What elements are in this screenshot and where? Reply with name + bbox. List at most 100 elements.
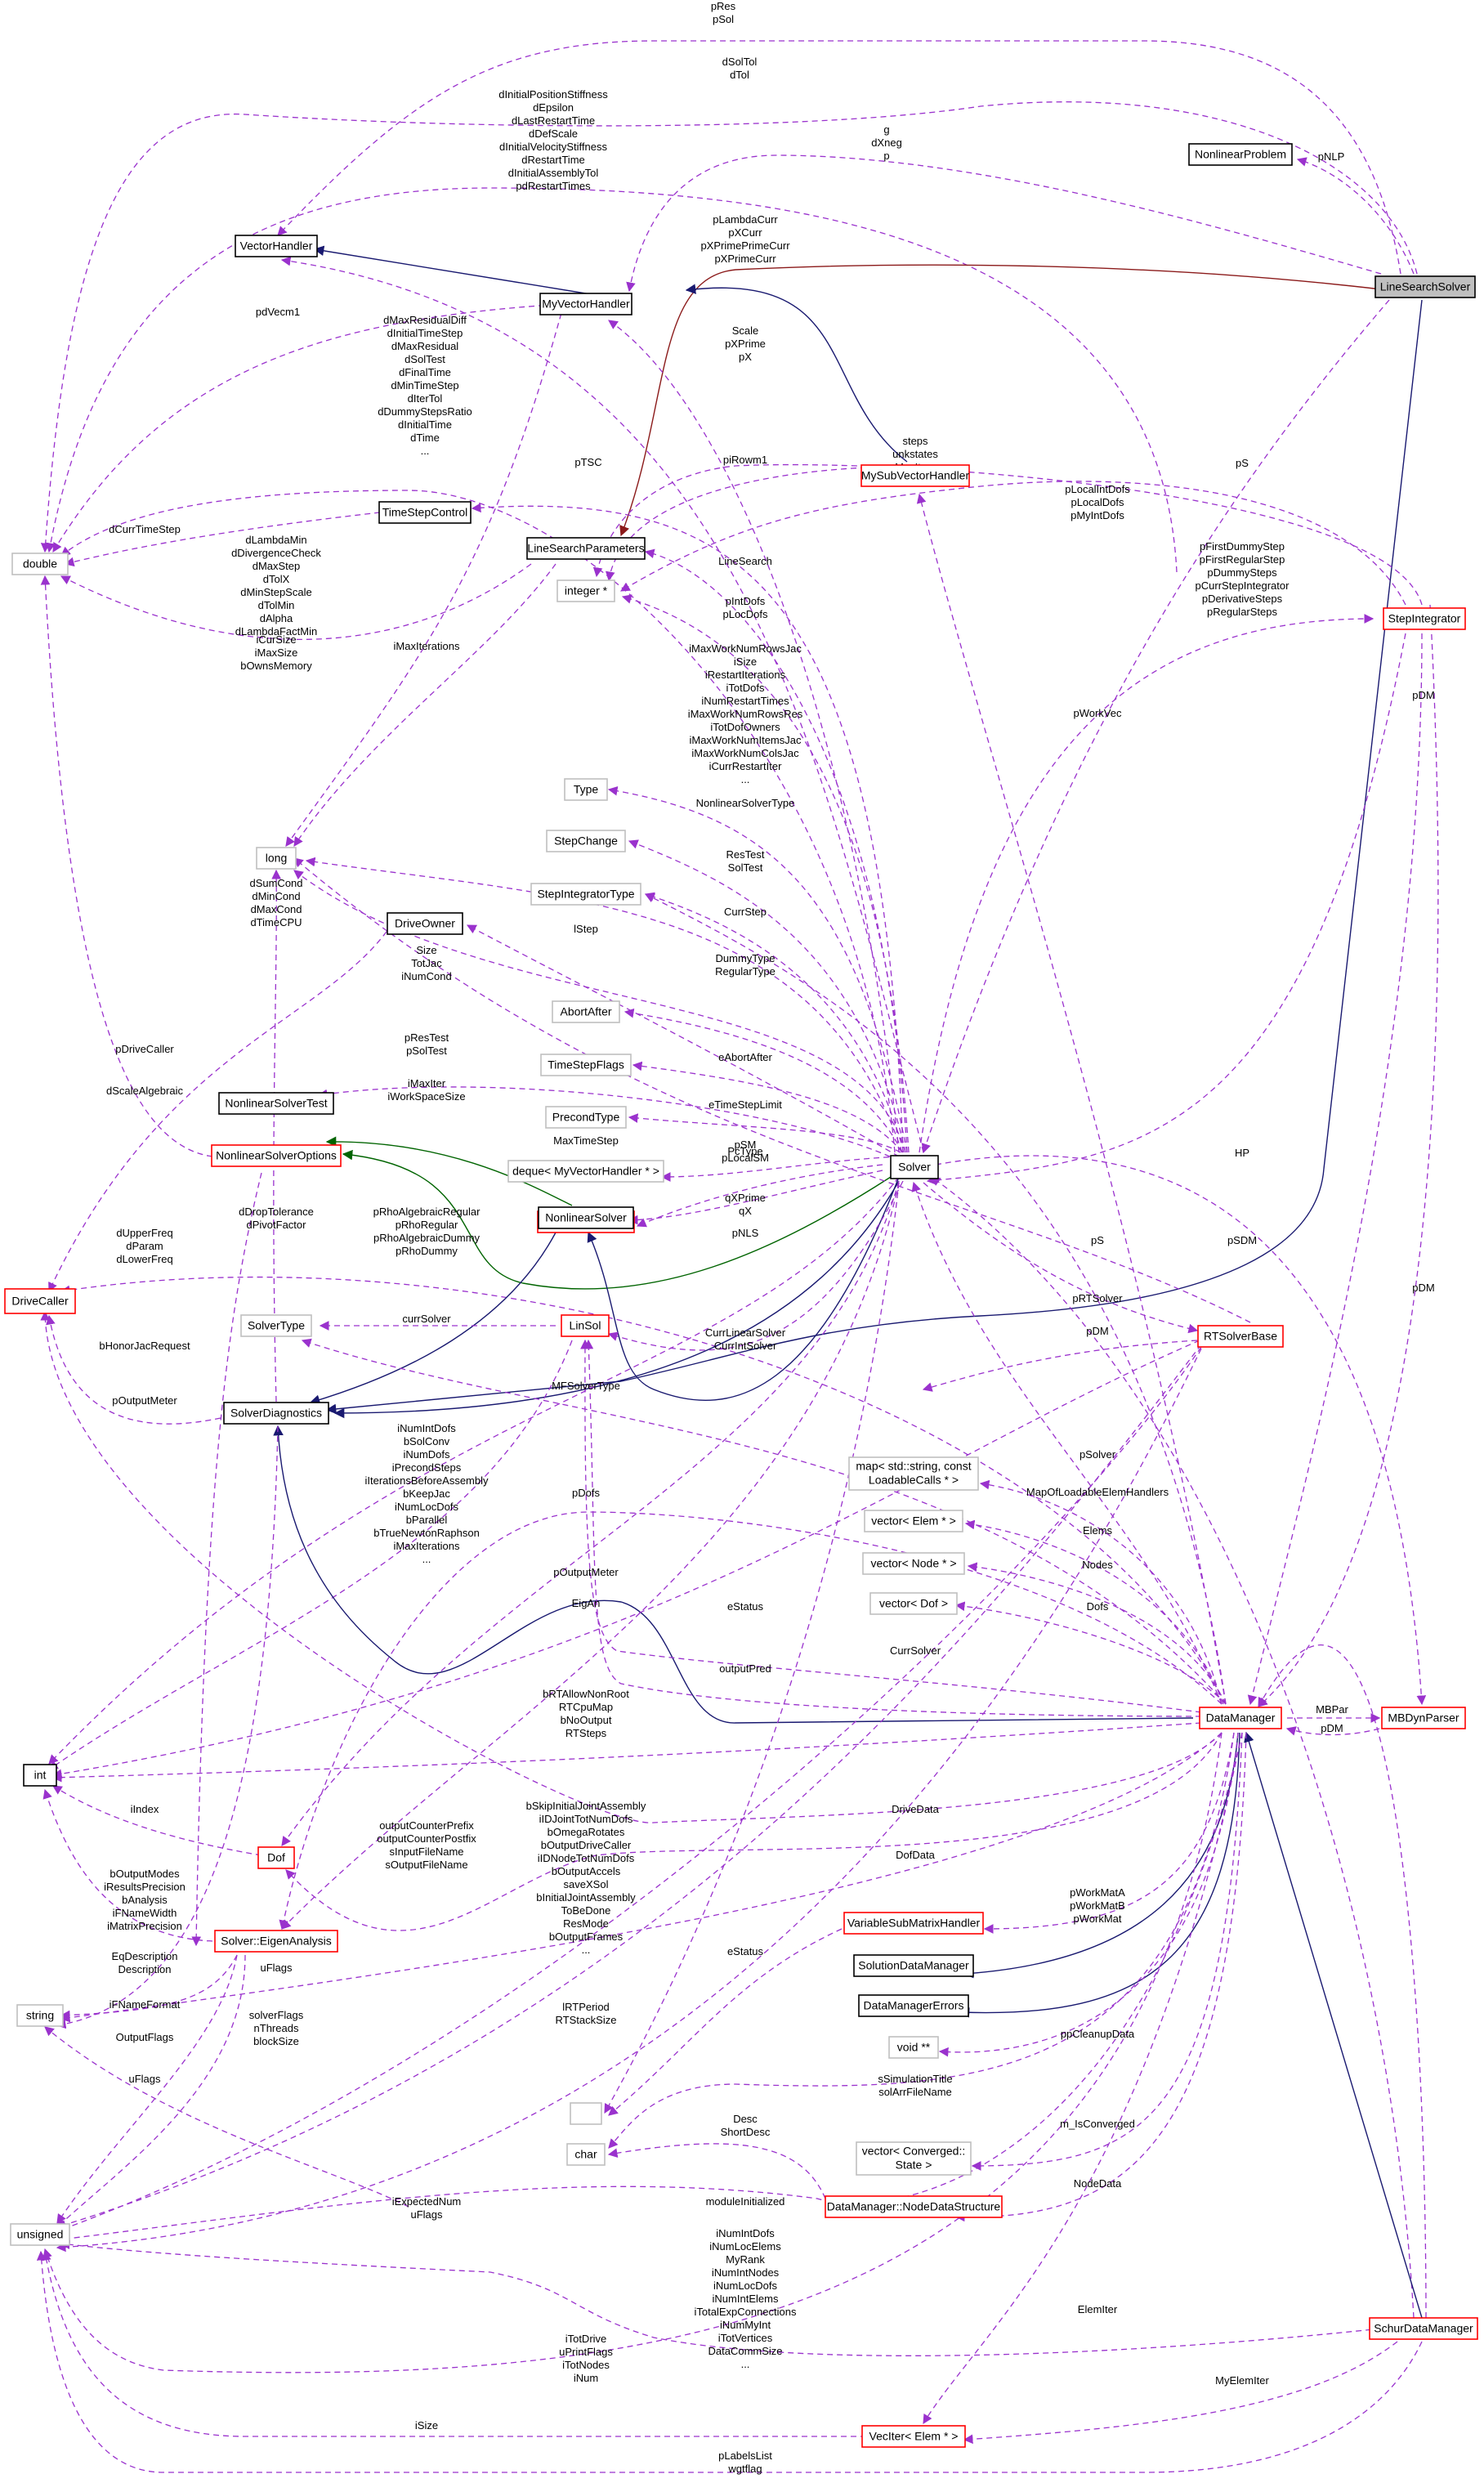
node-box[interactable]	[890, 1155, 939, 1179]
node-box[interactable]	[564, 778, 608, 801]
node-box[interactable]	[856, 2141, 972, 2176]
node-step-integrator-type[interactable]: StepIntegratorType	[530, 883, 641, 906]
node-box[interactable]	[1383, 607, 1466, 630]
node-box[interactable]	[218, 1092, 334, 1115]
node-solver[interactable]: Solver	[890, 1155, 939, 1179]
node-box[interactable]	[1374, 275, 1476, 298]
node-box[interactable]	[545, 1106, 627, 1129]
node-vec-elem[interactable]: vector< Elem * >	[864, 1510, 963, 1532]
node-vec-node[interactable]: vector< Node * >	[862, 1552, 965, 1575]
node-box[interactable]	[862, 1552, 965, 1575]
node-box[interactable]	[1381, 1707, 1466, 1729]
node-dof[interactable]: Dof	[257, 1846, 295, 1869]
node-box[interactable]	[848, 1456, 979, 1491]
node-type[interactable]: Type	[564, 778, 608, 801]
node-box[interactable]	[552, 1000, 620, 1023]
node-box[interactable]	[869, 1592, 958, 1615]
node-drive-caller[interactable]: DriveCaller	[4, 1288, 76, 1314]
node-data-manager-errors[interactable]: DataManagerErrors	[858, 1994, 969, 2017]
node-box[interactable]	[378, 501, 472, 524]
node-my-sub-vector-handler[interactable]: MySubVectorHandler	[860, 464, 970, 487]
edge-pdm-rts	[922, 1340, 1198, 1392]
node-box[interactable]	[888, 2036, 939, 2059]
node-char[interactable]: char	[566, 2143, 606, 2166]
node-box[interactable]	[570, 2102, 602, 2125]
node-integer-ptr[interactable]: integer *	[556, 579, 615, 602]
node-box[interactable]	[4, 1288, 76, 1314]
node-node-data-structure[interactable]: DataManager::NodeDataStructure	[825, 2195, 1003, 2218]
node-data-manager[interactable]: DataManager	[1199, 1707, 1282, 1729]
node-double[interactable]: double	[11, 553, 69, 575]
node-deque[interactable]: deque< MyVectorHandler * >	[507, 1160, 664, 1183]
node-solver-type[interactable]: SolverType	[240, 1314, 312, 1337]
node-eigen-analysis[interactable]: Solver::EigenAnalysis	[214, 1930, 338, 1953]
node-unsigned[interactable]: unsigned	[10, 2223, 70, 2246]
node-solver-diagnostics[interactable]: SolverDiagnostics	[223, 1402, 329, 1425]
node-box[interactable]	[539, 293, 632, 315]
node-box[interactable]	[561, 1314, 610, 1337]
node-voidpp[interactable]: void **	[888, 2036, 939, 2059]
node-box[interactable]	[1369, 2317, 1478, 2340]
node-box[interactable]	[861, 2425, 966, 2448]
node-time-step-control[interactable]: TimeStepControl	[378, 501, 472, 524]
node-box[interactable]	[526, 537, 646, 560]
node-vec-converged[interactable]: vector< Converged::State >	[856, 2141, 972, 2176]
node-box[interactable]	[507, 1160, 664, 1183]
node-nonlinear-solver-test[interactable]: NonlinearSolverTest	[218, 1092, 334, 1115]
node-nonlinear-problem[interactable]: NonlinearProblem	[1188, 143, 1293, 166]
node-my-vector-handler[interactable]: MyVectorHandler	[539, 293, 632, 315]
node-box[interactable]	[843, 1912, 984, 1935]
node-box[interactable]	[214, 1930, 338, 1953]
node-string[interactable]: string	[16, 2004, 64, 2027]
node-box[interactable]	[257, 1846, 295, 1869]
node-box[interactable]	[538, 1206, 634, 1229]
node-schur-data-manager[interactable]: SchurDataManager	[1369, 2317, 1478, 2340]
node-line-search-solver[interactable]: LineSearchSolver	[1374, 275, 1476, 298]
node-box[interactable]	[853, 1954, 974, 1977]
node-box[interactable]	[556, 579, 615, 602]
node-variable-sub-matrix-handler[interactable]: VariableSubMatrixHandler	[843, 1912, 984, 1935]
node-box[interactable]	[10, 2223, 70, 2246]
node-box[interactable]	[566, 2143, 606, 2166]
node-box[interactable]	[864, 1510, 963, 1532]
node-box[interactable]	[240, 1314, 312, 1337]
node-box[interactable]	[860, 464, 970, 487]
node-box[interactable]	[858, 1994, 969, 2017]
node-int[interactable]: int	[23, 1764, 57, 1787]
node-nonlinear-solver-options[interactable]: NonlinearSolverOptions	[211, 1144, 342, 1167]
node-nonlinear-solver[interactable]: NonlinearSolver	[538, 1206, 634, 1229]
node-box[interactable]	[1197, 1325, 1284, 1348]
node-box[interactable]	[1188, 143, 1293, 166]
node-vec-dof[interactable]: vector< Dof >	[869, 1592, 958, 1615]
node-vector-handler[interactable]: VectorHandler	[235, 235, 318, 257]
node-lin-sol[interactable]: LinSol	[561, 1314, 610, 1337]
node-step-integrator[interactable]: StepIntegrator	[1383, 607, 1466, 630]
node-box[interactable]	[530, 883, 641, 906]
node-box[interactable]	[546, 830, 626, 852]
node-box[interactable]	[16, 2004, 64, 2027]
node-box[interactable]	[211, 1144, 342, 1167]
node-box[interactable]	[540, 1054, 632, 1076]
node-box[interactable]	[1199, 1707, 1282, 1729]
edge-label-line: ElemIter	[1078, 2303, 1118, 2315]
node-box[interactable]	[825, 2195, 1003, 2218]
node-blank[interactable]	[570, 2102, 602, 2125]
node-box[interactable]	[256, 847, 297, 870]
node-box[interactable]	[387, 912, 463, 935]
node-precond-type[interactable]: PrecondType	[545, 1106, 627, 1129]
node-box[interactable]	[235, 235, 318, 257]
node-box[interactable]	[23, 1764, 57, 1787]
node-box[interactable]	[223, 1402, 329, 1425]
node-rtsolver-base[interactable]: RTSolverBase	[1197, 1325, 1284, 1348]
node-mbdyn-parser[interactable]: MBDynParser	[1381, 1707, 1466, 1729]
node-solution-data-manager[interactable]: SolutionDataManager	[853, 1954, 974, 1977]
node-step-change[interactable]: StepChange	[546, 830, 626, 852]
node-drive-owner[interactable]: DriveOwner	[387, 912, 463, 935]
node-box[interactable]	[11, 553, 69, 575]
node-abort-after[interactable]: AbortAfter	[552, 1000, 620, 1023]
node-line-search-parameters[interactable]: LineSearchParameters	[526, 537, 646, 560]
node-long[interactable]: long	[256, 847, 297, 870]
node-time-step-flags[interactable]: TimeStepFlags	[540, 1054, 632, 1076]
node-vec-iter[interactable]: VecIter< Elem * >	[861, 2425, 966, 2448]
